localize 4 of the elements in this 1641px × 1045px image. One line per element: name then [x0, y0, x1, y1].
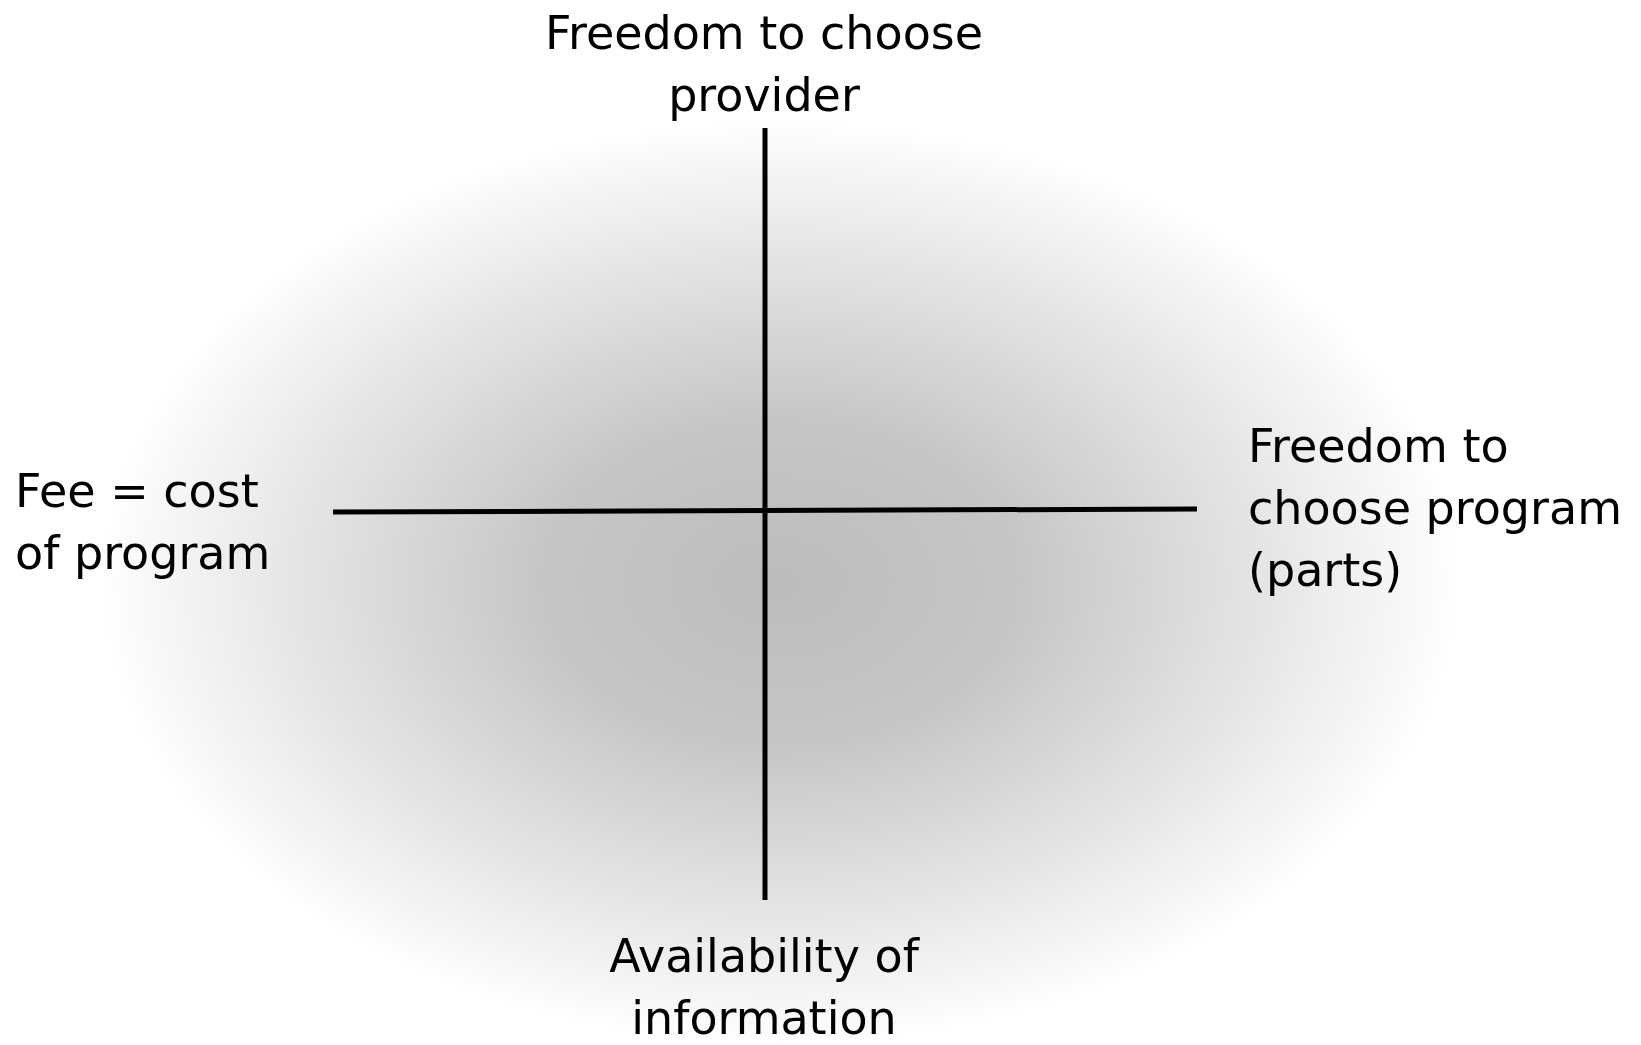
axis-label: Freedom to choose program (parts) — [1248, 418, 1623, 599]
axis-label: Availability of information — [608, 928, 921, 1045]
axis-label: Freedom to choose provider — [543, 5, 985, 124]
axis-label: Fee = cost of program — [15, 463, 272, 582]
